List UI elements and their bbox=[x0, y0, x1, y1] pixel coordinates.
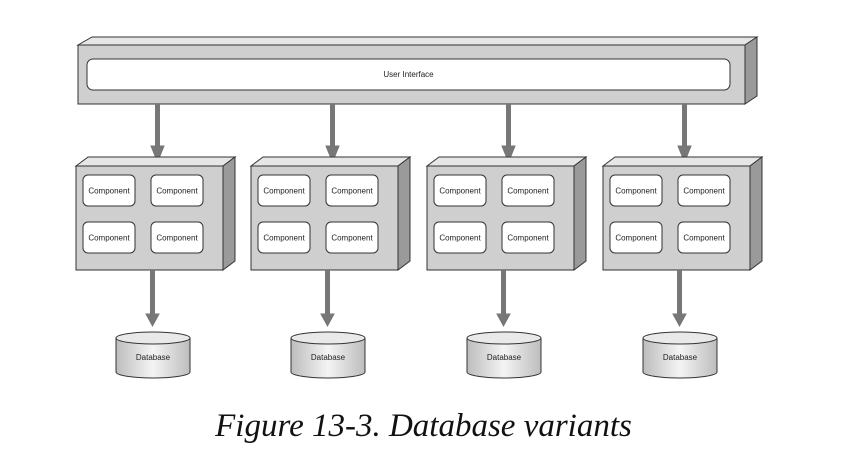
component-label: Component bbox=[263, 187, 305, 196]
component-box bbox=[501, 221, 555, 254]
user-interface-layer: User Interface bbox=[76, 36, 759, 105]
database-icon bbox=[115, 331, 191, 379]
component-label: Component bbox=[615, 234, 657, 243]
user-interface-label: User Interface bbox=[383, 70, 434, 79]
component-label: Component bbox=[439, 234, 481, 243]
db-arrow-head bbox=[672, 313, 687, 328]
database-icon bbox=[642, 331, 718, 379]
db-arrow-shaft bbox=[501, 270, 506, 314]
service-box-top-face bbox=[249, 156, 412, 167]
database-label: Database bbox=[487, 353, 522, 362]
component-label: Component bbox=[156, 187, 198, 196]
component-box bbox=[433, 221, 487, 254]
component-label: Component bbox=[507, 187, 549, 196]
component-label: Component bbox=[507, 234, 549, 243]
database-label: Database bbox=[663, 353, 698, 362]
ui-arrow-shaft bbox=[506, 104, 511, 146]
service-box-top-face bbox=[425, 156, 588, 167]
service-box-side-face bbox=[397, 156, 411, 271]
database-icon bbox=[290, 331, 366, 379]
component-label: Component bbox=[615, 187, 657, 196]
component-box bbox=[609, 174, 663, 207]
ui-arrow-head bbox=[501, 145, 516, 164]
db-arrow-head bbox=[145, 313, 160, 328]
component-label: Component bbox=[331, 234, 373, 243]
database-top bbox=[290, 331, 366, 345]
ui-arrow-head bbox=[677, 145, 692, 164]
component-box bbox=[82, 174, 136, 207]
ui-arrow-shaft bbox=[155, 104, 160, 146]
database-body bbox=[466, 338, 542, 379]
database-body bbox=[290, 338, 366, 379]
db-arrow-shaft bbox=[325, 270, 330, 314]
component-box bbox=[501, 174, 555, 207]
component-box bbox=[257, 174, 311, 207]
component-box bbox=[325, 174, 379, 207]
db-arrow-head bbox=[320, 313, 335, 328]
component-label: Component bbox=[331, 187, 373, 196]
component-label: Component bbox=[683, 187, 725, 196]
component-box bbox=[609, 221, 663, 254]
database-top bbox=[115, 331, 191, 345]
component-label: Component bbox=[683, 234, 725, 243]
service-box-top-face bbox=[74, 156, 237, 167]
component-label: Component bbox=[156, 234, 198, 243]
database-label: Database bbox=[136, 353, 171, 362]
component-box bbox=[677, 174, 731, 207]
ui-bar-top-face bbox=[76, 36, 759, 46]
service-box-side-face bbox=[749, 156, 763, 271]
component-box bbox=[257, 221, 311, 254]
db-arrow-head bbox=[496, 313, 511, 328]
db-arrow-shaft bbox=[150, 270, 155, 314]
service-box-side-face bbox=[222, 156, 236, 271]
component-box bbox=[433, 174, 487, 207]
ui-arrow-shaft bbox=[682, 104, 687, 146]
ui-bar-side-face bbox=[744, 36, 758, 105]
component-label: Component bbox=[88, 187, 130, 196]
database-label: Database bbox=[311, 353, 346, 362]
ui-arrow-shaft bbox=[330, 104, 335, 146]
db-arrow-shaft bbox=[677, 270, 682, 314]
database-body bbox=[115, 338, 191, 379]
ui-inner-panel bbox=[86, 58, 731, 91]
database-top bbox=[466, 331, 542, 345]
component-box bbox=[150, 221, 204, 254]
figure-caption: Figure 13-3. Database variants bbox=[215, 408, 632, 444]
component-box bbox=[150, 174, 204, 207]
component-label: Component bbox=[263, 234, 305, 243]
database-body bbox=[642, 338, 718, 379]
component-box bbox=[677, 221, 731, 254]
service-box-top-face bbox=[601, 156, 764, 167]
component-box bbox=[325, 221, 379, 254]
database-icon bbox=[466, 331, 542, 379]
service-box-side-face bbox=[573, 156, 587, 271]
component-box bbox=[82, 221, 136, 254]
component-label: Component bbox=[439, 187, 481, 196]
database-top bbox=[642, 331, 718, 345]
ui-arrow-head bbox=[150, 145, 165, 164]
component-label: Component bbox=[88, 234, 130, 243]
ui-arrow-head bbox=[325, 145, 340, 164]
